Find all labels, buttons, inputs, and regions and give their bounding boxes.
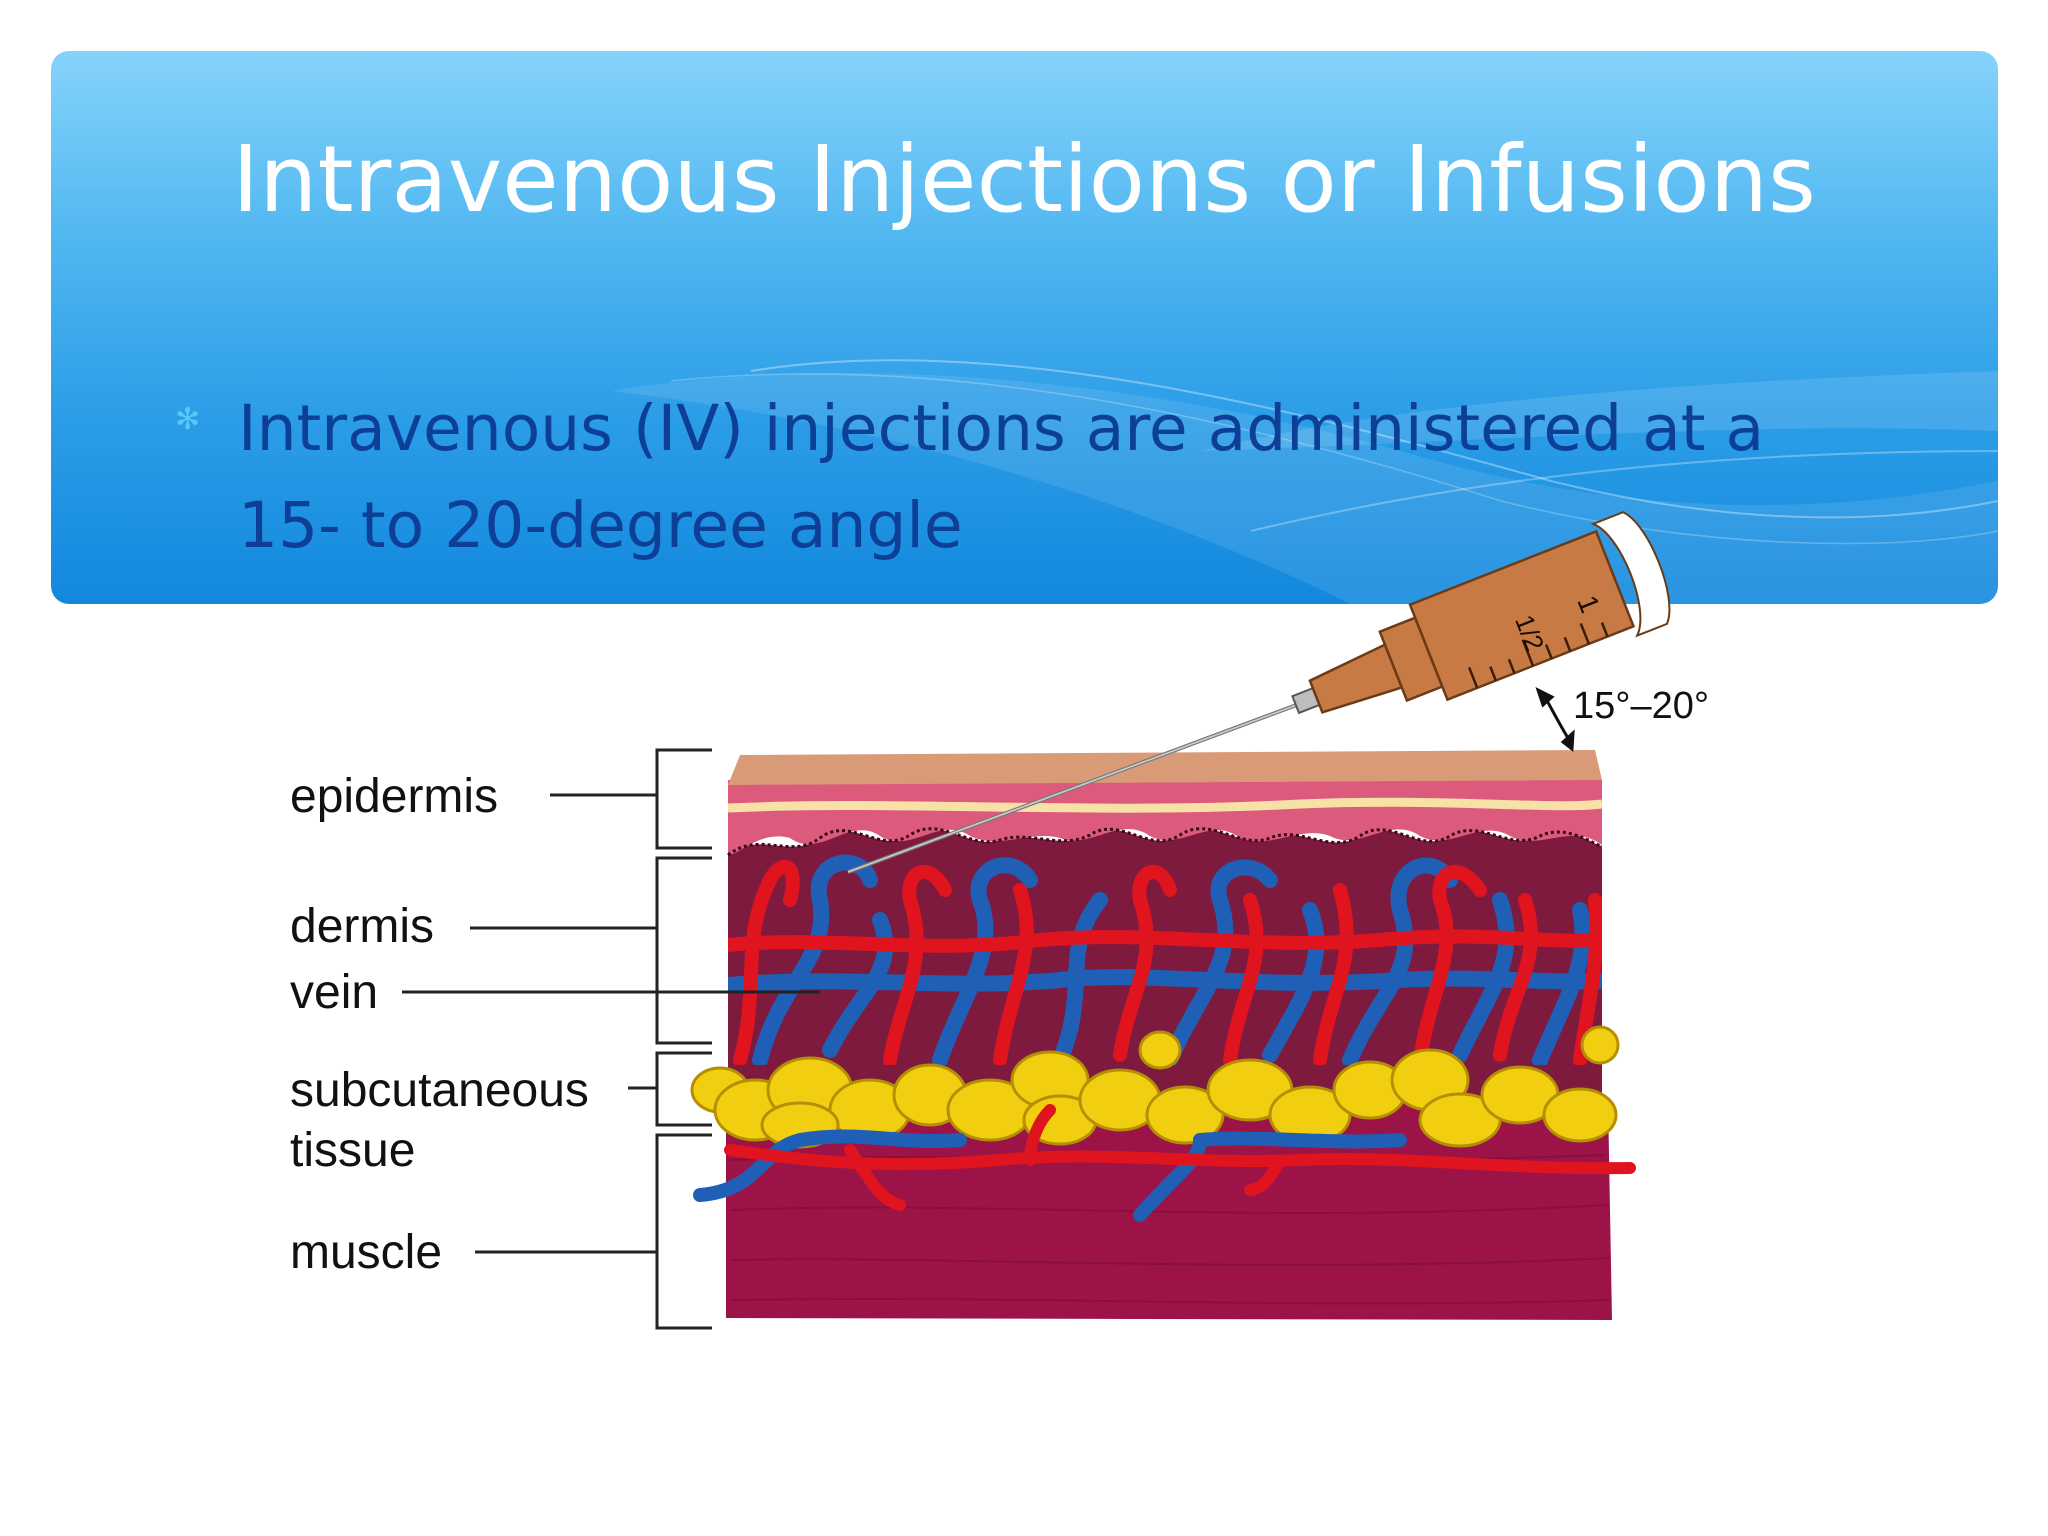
label-muscle: muscle	[290, 1226, 442, 1279]
bullet-text: Intravenous (IV) injections are administ…	[238, 392, 1765, 562]
angle-arrow-icon	[1535, 687, 1575, 752]
label-leader-lines	[402, 793, 820, 1254]
layer-brackets	[655, 748, 712, 1330]
slide-title: Intravenous Injections or Infusions	[232, 126, 1816, 233]
epidermis-yellow-line	[727, 797, 1603, 813]
epidermis-tan-layer	[728, 750, 1602, 785]
label-vein: vein	[290, 966, 378, 1019]
label-epidermis: epidermis	[290, 770, 498, 823]
label-tissue: tissue	[290, 1124, 415, 1177]
angle-label: 15°–20°	[1573, 685, 1709, 727]
subcutaneous-fat-layer	[690, 1025, 1620, 1149]
syringe-icon: 1/2 1	[847, 511, 1671, 874]
deep-arteries	[724, 1104, 1636, 1211]
label-dermis: dermis	[290, 900, 434, 953]
bullet-asterisk-icon: ✻	[175, 402, 201, 437]
dermis-vessels	[728, 854, 1602, 1065]
deep-veins	[693, 1129, 1407, 1222]
label-subcutaneous: subcutaneous	[290, 1064, 589, 1117]
